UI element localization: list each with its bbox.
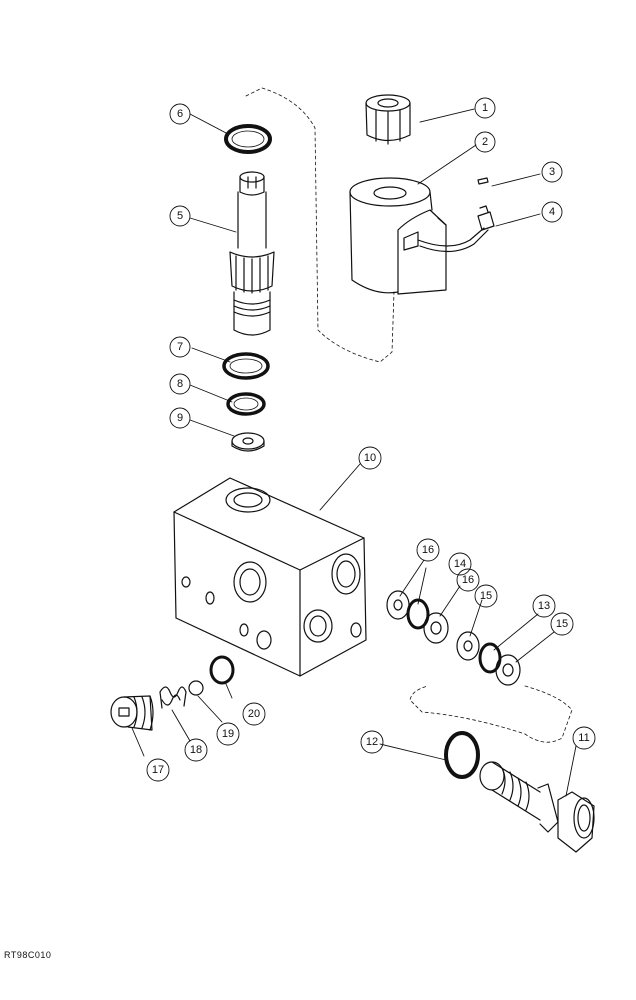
callout-label-8: 8	[177, 378, 183, 390]
callout-label-16b: 16	[462, 574, 474, 586]
nut-part	[365, 94, 411, 145]
callout-label-7: 7	[177, 341, 183, 353]
callout-label-10: 10	[364, 452, 376, 464]
o-ring-6-part	[224, 124, 272, 154]
o-ring-12-part	[444, 731, 480, 779]
callout-label-2: 2	[482, 136, 488, 148]
washer-15b-part	[495, 654, 521, 686]
callout-label-19: 19	[222, 728, 234, 740]
washer-9-part	[231, 432, 265, 452]
o-ring-14-part	[406, 598, 430, 630]
o-ring-8-part	[226, 392, 266, 416]
figure-reference-code: RT98C010	[4, 950, 52, 960]
callout-label-1: 1	[482, 102, 488, 114]
valve-cartridge-part	[229, 171, 275, 336]
washer-16b-part	[423, 612, 449, 644]
callout-label-20: 20	[248, 708, 260, 720]
leader-lines	[131, 108, 577, 797]
manifold-block-part	[173, 477, 367, 677]
o-ring-20-part	[209, 655, 235, 685]
callout-label-15a: 15	[480, 590, 492, 602]
callout-label-11: 11	[578, 732, 589, 744]
callout-label-16a: 16	[422, 544, 434, 556]
washer-15a-part	[456, 631, 480, 661]
relief-valve-part	[479, 761, 595, 853]
o-ring-13-part	[478, 642, 502, 674]
solenoid-coil-part	[349, 177, 489, 295]
callout-label-5: 5	[177, 210, 183, 222]
connector-part	[477, 205, 495, 231]
callout-label-6: 6	[177, 108, 183, 120]
ball-19-part	[188, 680, 204, 696]
callout-circles	[146, 97, 596, 782]
callout-label-3: 3	[549, 166, 555, 178]
callout-label-13: 13	[538, 600, 550, 612]
callout-label-18: 18	[190, 744, 202, 756]
callout-label-15b: 15	[556, 618, 568, 630]
spring-18-part	[159, 686, 187, 709]
plug-17-part	[110, 695, 154, 731]
o-ring-7-part	[222, 352, 270, 380]
callout-label-17: 17	[152, 764, 164, 776]
callout-label-9: 9	[177, 412, 183, 424]
connector-pin-part	[477, 177, 489, 185]
callout-label-12: 12	[366, 736, 378, 748]
assembly-guide-line-upper	[245, 87, 395, 363]
washer-16a-part	[386, 590, 410, 620]
callout-label-4: 4	[549, 206, 555, 218]
callout-label-14: 14	[454, 558, 466, 570]
assembly-guide-line-lower	[409, 685, 573, 743]
